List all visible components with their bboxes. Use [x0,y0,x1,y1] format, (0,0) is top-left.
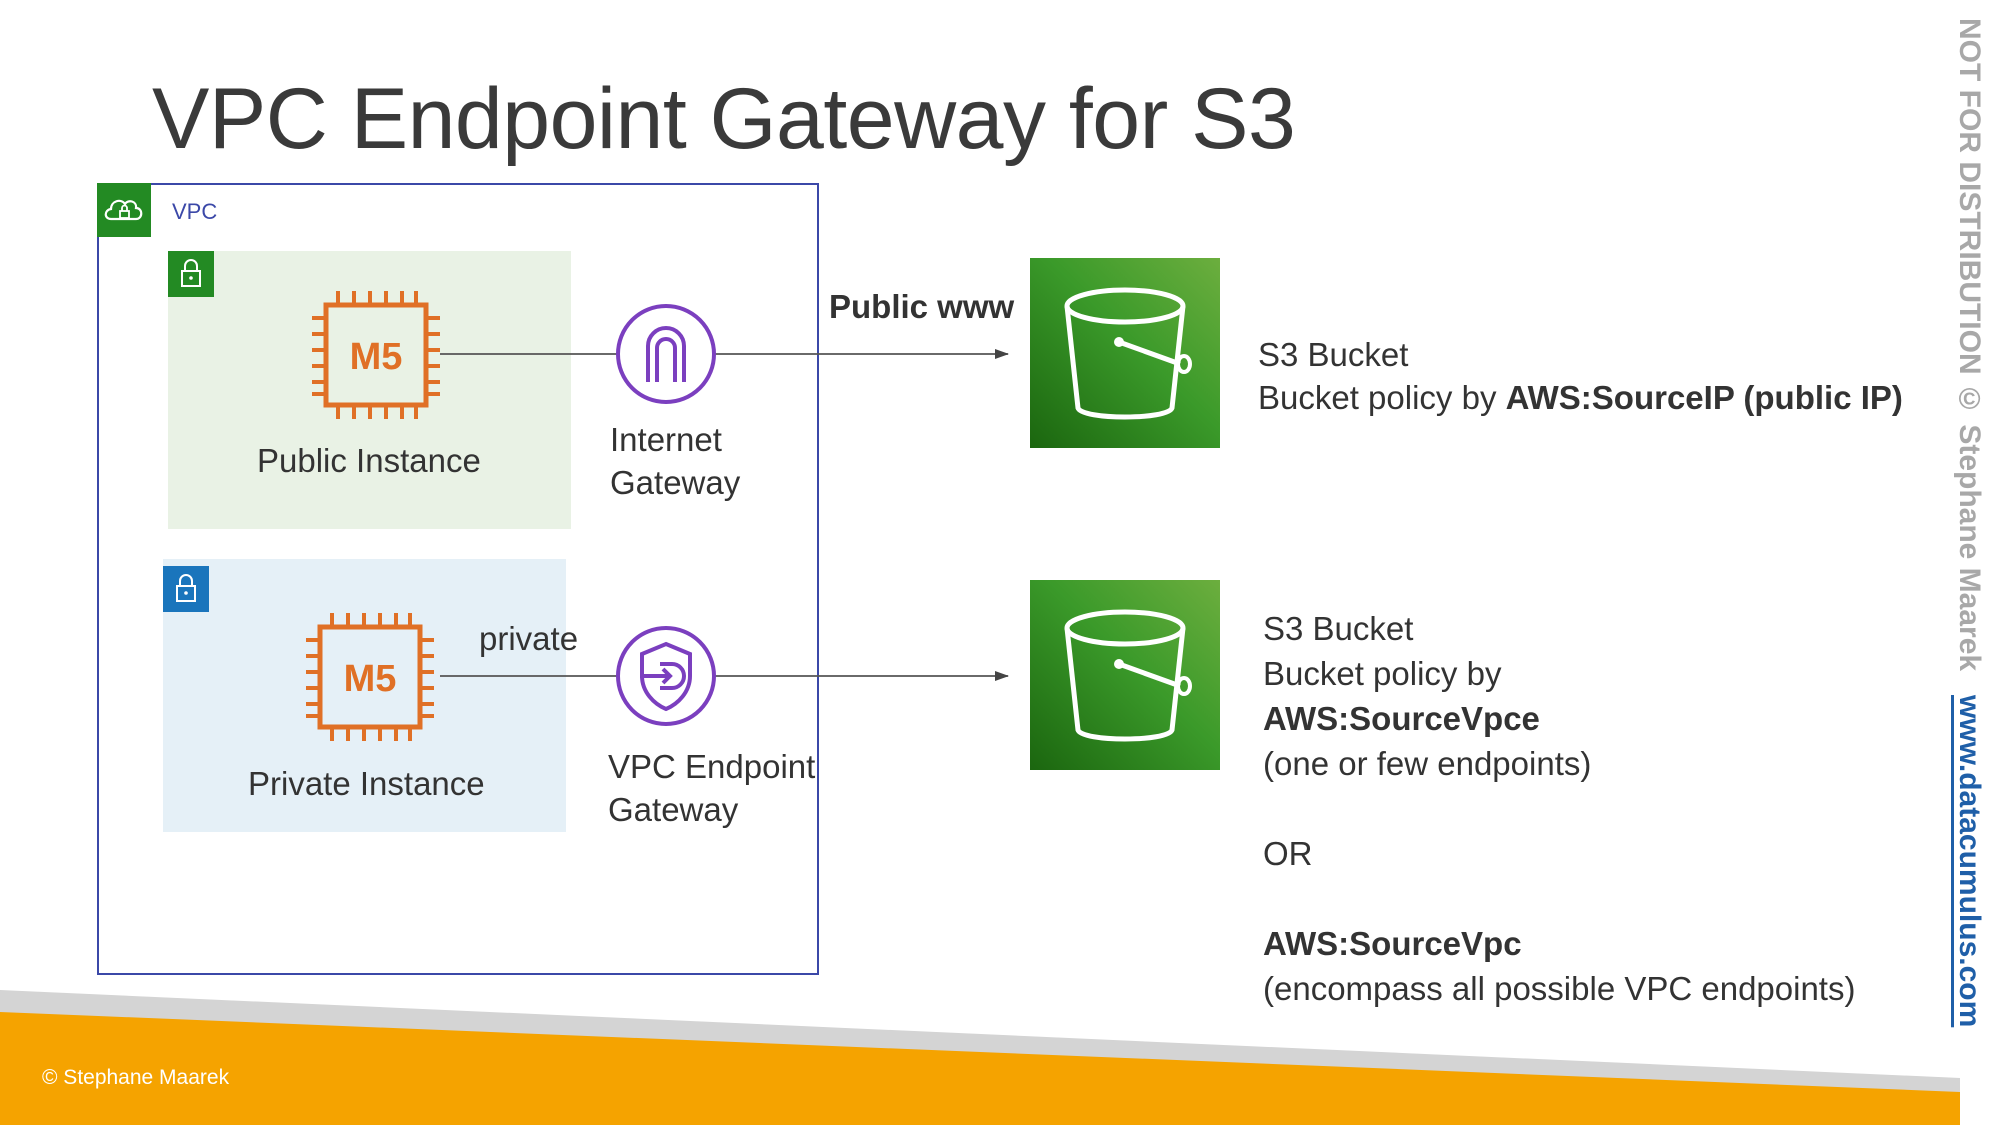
side-notice-website[interactable]: www.datacumulus.com [1953,695,1986,1028]
vpc-endpoint-gateway-label-line1: VPC Endpoint [608,748,816,785]
internet-gateway-label: Internet Gateway [610,418,740,504]
private-bucket-vpc-note: (encompass all possible VPC endpoints) [1263,970,1856,1007]
public-instance-chip-icon: M5 [312,291,440,419]
internet-gateway-label-line1: Internet [610,421,722,458]
public-subnet-badge [168,251,214,297]
footer-orange-band [0,1012,1960,1125]
side-notice: NOT FOR DISTRIBUTION © Stephane Maarek w… [1951,18,1987,1028]
bucket-icon [1064,609,1192,742]
lock-icon [181,259,201,287]
private-instance-type: M5 [344,658,397,700]
internet-gateway-label-line2: Gateway [610,464,741,501]
public-bucket-title: S3 Bucket [1258,336,1409,373]
cloud-lock-icon [104,199,143,221]
slide-title: VPC Endpoint Gateway for S3 [152,71,1296,167]
public-www-label: Public www [829,288,1015,325]
lock-icon [176,574,196,602]
vpc-endpoint-gateway-label-line2: Gateway [608,791,739,828]
private-connection-label: private [479,620,579,657]
private-bucket-description: S3 Bucket Bucket policy by AWS:SourceVpc… [1263,606,1855,1011]
private-bucket-or: OR [1263,835,1313,872]
s3-bucket-public [1030,258,1220,448]
private-bucket-title: S3 Bucket [1263,610,1414,647]
vpc-badge [97,183,151,237]
public-instance-label: Public Instance [257,442,481,479]
public-bucket-policy: Bucket policy by AWS:SourceIP (public IP… [1258,376,1903,419]
bucket-icon [1064,287,1192,420]
public-bucket-policy-prefix: Bucket policy by [1258,379,1506,416]
private-instance-label: Private Instance [248,765,485,802]
private-bucket-condition-vpc: AWS:SourceVpc [1263,925,1522,962]
footer-copyright: © Stephane Maarek [42,1066,230,1089]
private-subnet [163,559,566,832]
side-notice-text: NOT FOR DISTRIBUTION © Stephane Maarek [1953,18,1986,672]
vpc-endpoint-gateway-icon [616,626,716,726]
private-instance-chip-icon: M5 [306,613,434,741]
public-bucket-policy-condition: AWS:SourceIP (public IP) [1505,379,1903,416]
private-subnet-badge [163,566,209,612]
s3-bucket-private [1030,580,1220,770]
private-bucket-vpce-note: (one or few endpoints) [1263,745,1592,782]
private-bucket-condition-vpce: AWS:SourceVpce [1263,700,1540,737]
vpc-label: VPC [172,199,218,224]
private-bucket-policy-intro: Bucket policy by [1263,655,1502,692]
public-bucket-description: S3 Bucket Bucket policy by AWS:SourceIP … [1258,333,1903,419]
vpc-endpoint-gateway-label: VPC Endpoint Gateway [608,745,815,831]
internet-gateway-icon [616,304,716,404]
vpc-container [97,183,819,975]
public-instance-type: M5 [350,336,403,378]
